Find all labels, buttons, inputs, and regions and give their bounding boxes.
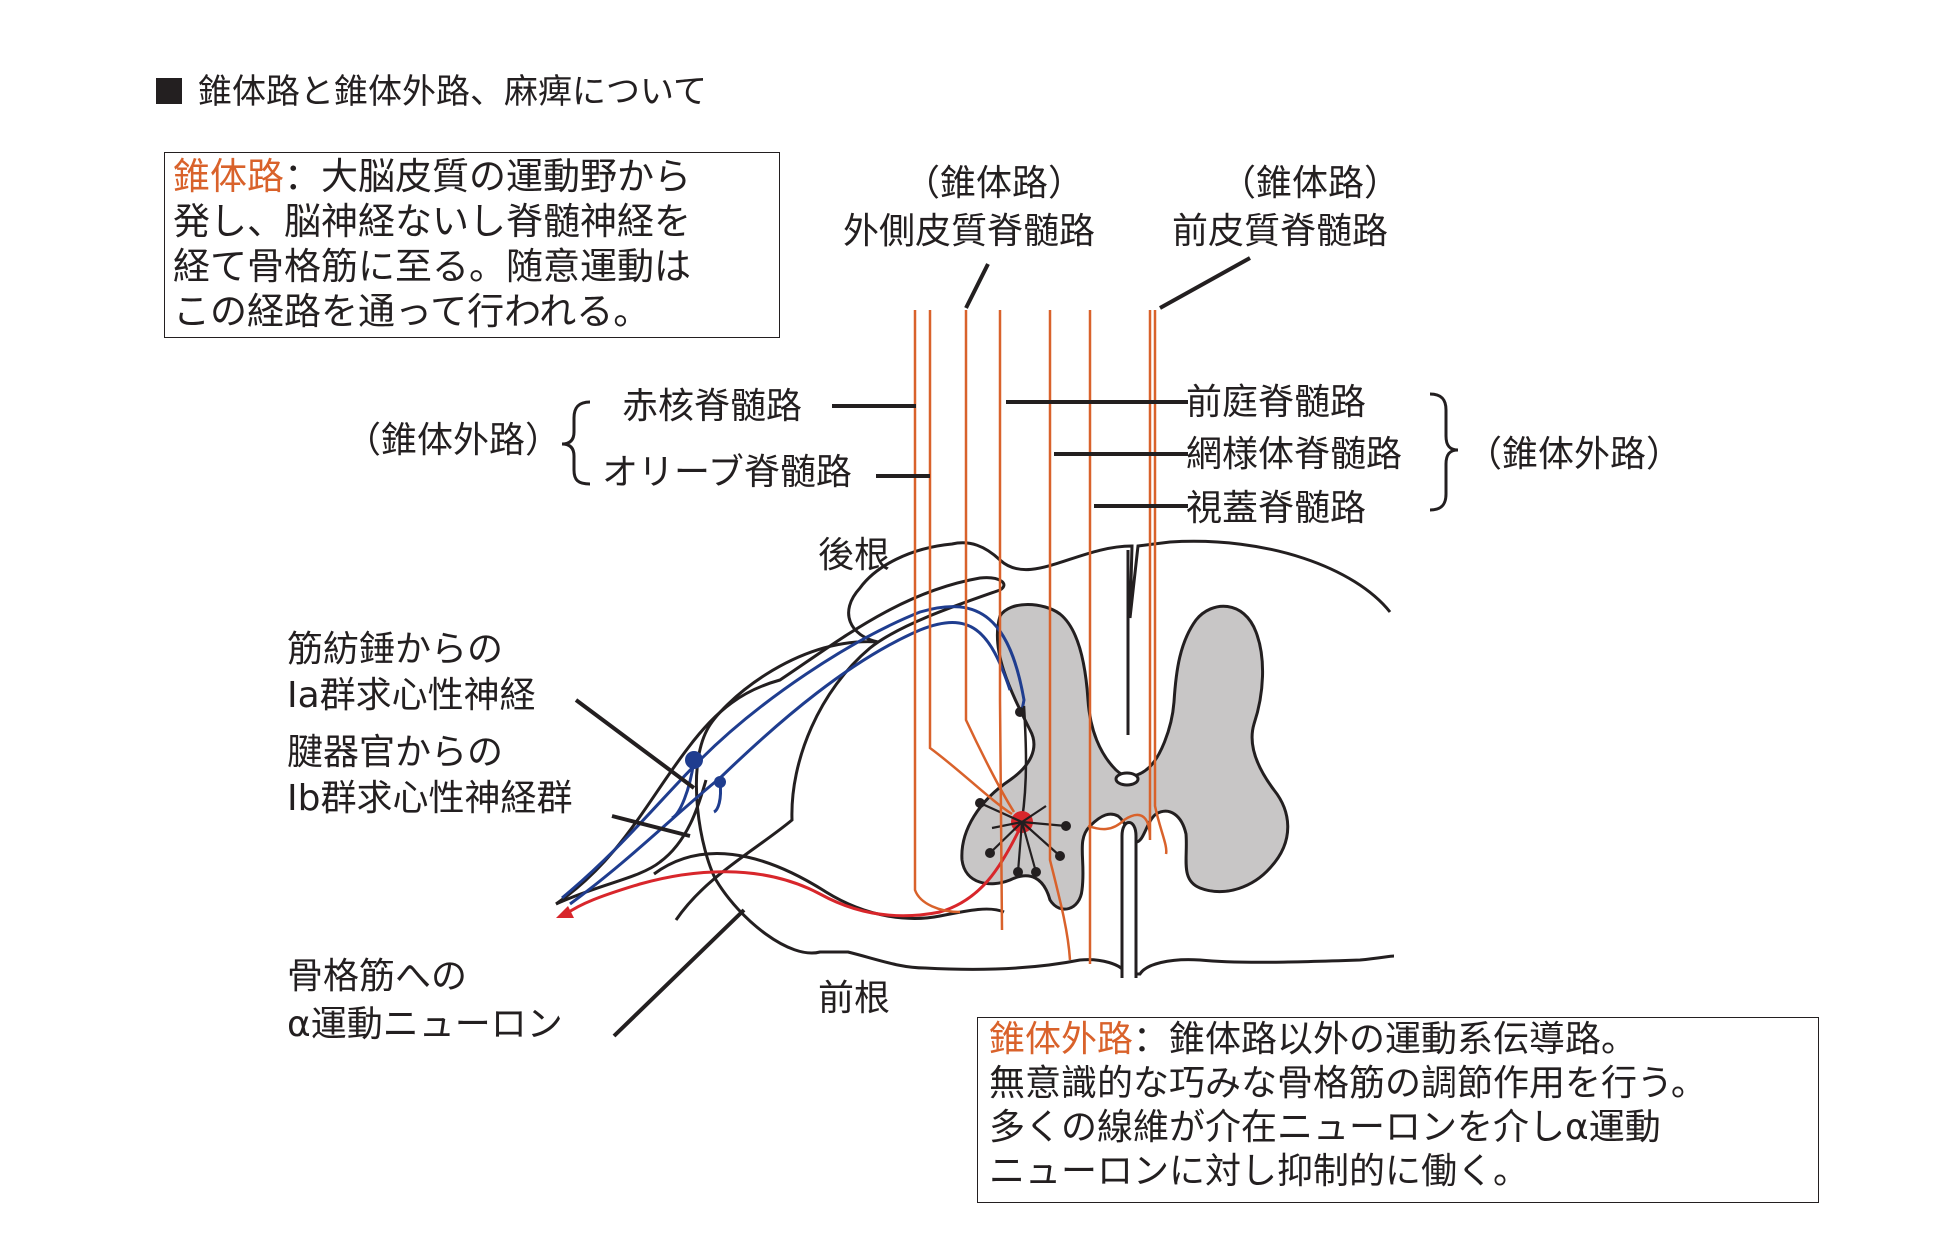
dorsal-root-label: 後根: [818, 535, 890, 576]
pyramidal-term: 錐体路: [173, 155, 284, 198]
alpha-leader: [612, 908, 746, 1038]
interneuron-cell-bodies: [975, 798, 1071, 877]
ia-afferent-fiber: [561, 605, 1026, 900]
ventral-root-label: 前根: [818, 978, 890, 1019]
alpha-motor-arrowhead: [556, 906, 574, 918]
ia-leader: [574, 698, 696, 790]
left-group-brace: [561, 400, 591, 486]
extrapyramidal-box-line4: ニューロンに対し抑制的に働く。: [989, 1151, 1530, 1192]
tectospinal-label: 視蓋脊髄路: [1186, 488, 1366, 529]
left-group-tag: （錐体外路）: [345, 420, 561, 461]
pyramidal-box-line4: この経路を通って行われる。: [173, 290, 651, 333]
extrapyramidal-term: 錐体外路: [989, 1019, 1134, 1060]
pyramidal-line1-rest: ：大脳皮質の運動野から: [284, 155, 691, 198]
extrapyramidal-box-line1: 錐体外路：錐体路以外の運動系伝導路。: [989, 1018, 1818, 1062]
lateral-cst-leader: [964, 263, 990, 309]
extrapyramidal-line1-rest: ：錐体路以外の運動系伝導路。: [1133, 1019, 1638, 1060]
rubrospinal-label: 赤核脊髄路: [622, 386, 802, 427]
rubrospinal-fiber: [928, 310, 1013, 816]
header-bullet: [156, 78, 182, 104]
descending-tract-fibers: [913, 310, 1168, 964]
extrapyramidal-box-line3: 多くの線維が介在ニューロンを介しα運動: [989, 1107, 1661, 1148]
extrapyramidal-box-line2: 無意識的な巧みな骨格筋の調節作用を行う。: [989, 1063, 1707, 1104]
pyramidal-box-line1: 錐体路：大脳皮質の運動野から: [173, 154, 779, 199]
ventral-root-outline: [653, 852, 1005, 920]
anterior-corticospinal-fiber: [1153, 310, 1168, 855]
ib-label-line2: Ib群求心性神経群: [287, 778, 572, 819]
reticulospinal-label: 網様体脊髄路: [1186, 434, 1402, 475]
olivospinal-label: オリーブ脊髄路: [602, 452, 852, 493]
anterior-cst-tag: （錐体路）: [1220, 163, 1400, 204]
tectospinal-fiber: [1087, 310, 1152, 841]
pyramidal-box-line2: 発し、脳神経ないし脊髄神経を: [173, 200, 691, 243]
ia-ganglion-cell-body: [685, 751, 703, 769]
header-title: 錐体路と錐体外路、麻痺について: [198, 72, 707, 112]
lateral-cst-name: 外側皮質脊髄路: [843, 211, 1095, 252]
anterior-median-fissure: [1120, 821, 1138, 978]
lateral-cst-tag: （錐体路）: [904, 163, 1084, 204]
central-canal: [1114, 771, 1140, 787]
pyramidal-tract-box: 錐体路：大脳皮質の運動野から 発し、脳神経ないし脊髄神経を 経て骨格筋に至る。随…: [164, 152, 780, 338]
olivospinal-fiber: [913, 310, 961, 914]
pyramidal-box-line3: 経て骨格筋に至る。随意運動は: [173, 245, 691, 288]
ganglion-outline: [555, 779, 708, 906]
lateral-corticospinal-fiber: [964, 310, 1016, 813]
alpha-label-line2: α運動ニューロン: [287, 1004, 563, 1045]
gray-matter: [960, 603, 1290, 911]
alpha-motor-axon: [565, 823, 1024, 918]
alpha-label-line1: 骨格筋への: [287, 956, 467, 997]
ia-label-line1: 筋紡錘からの: [287, 629, 503, 670]
ia-label-line2: Ia群求心性神経: [287, 675, 536, 716]
right-group-brace: [1429, 392, 1459, 512]
ib-ganglion-cell-body: [714, 776, 726, 788]
vestibulospinal-label: 前庭脊髄路: [1186, 382, 1366, 423]
vestibulospinal-fiber-a: [998, 310, 1004, 931]
ib-leader: [611, 814, 691, 838]
right-group-tag: （錐体外路）: [1466, 434, 1682, 475]
ia-central-branch: [1020, 705, 1028, 821]
ib-afferent-fiber: [569, 621, 1012, 906]
ib-label-line1: 腱器官からの: [287, 732, 503, 773]
ia-terminal-dot: [1015, 707, 1025, 717]
anterior-cst-name: 前皮質脊髄路: [1172, 211, 1388, 252]
anterior-cst-leader: [1159, 256, 1251, 310]
vestibulospinal-fiber-b: [1048, 310, 1072, 961]
extrapyramidal-tract-box: 錐体外路：錐体路以外の運動系伝導路。 無意識的な巧みな骨格筋の調節作用を行う。 …: [977, 1017, 1819, 1203]
